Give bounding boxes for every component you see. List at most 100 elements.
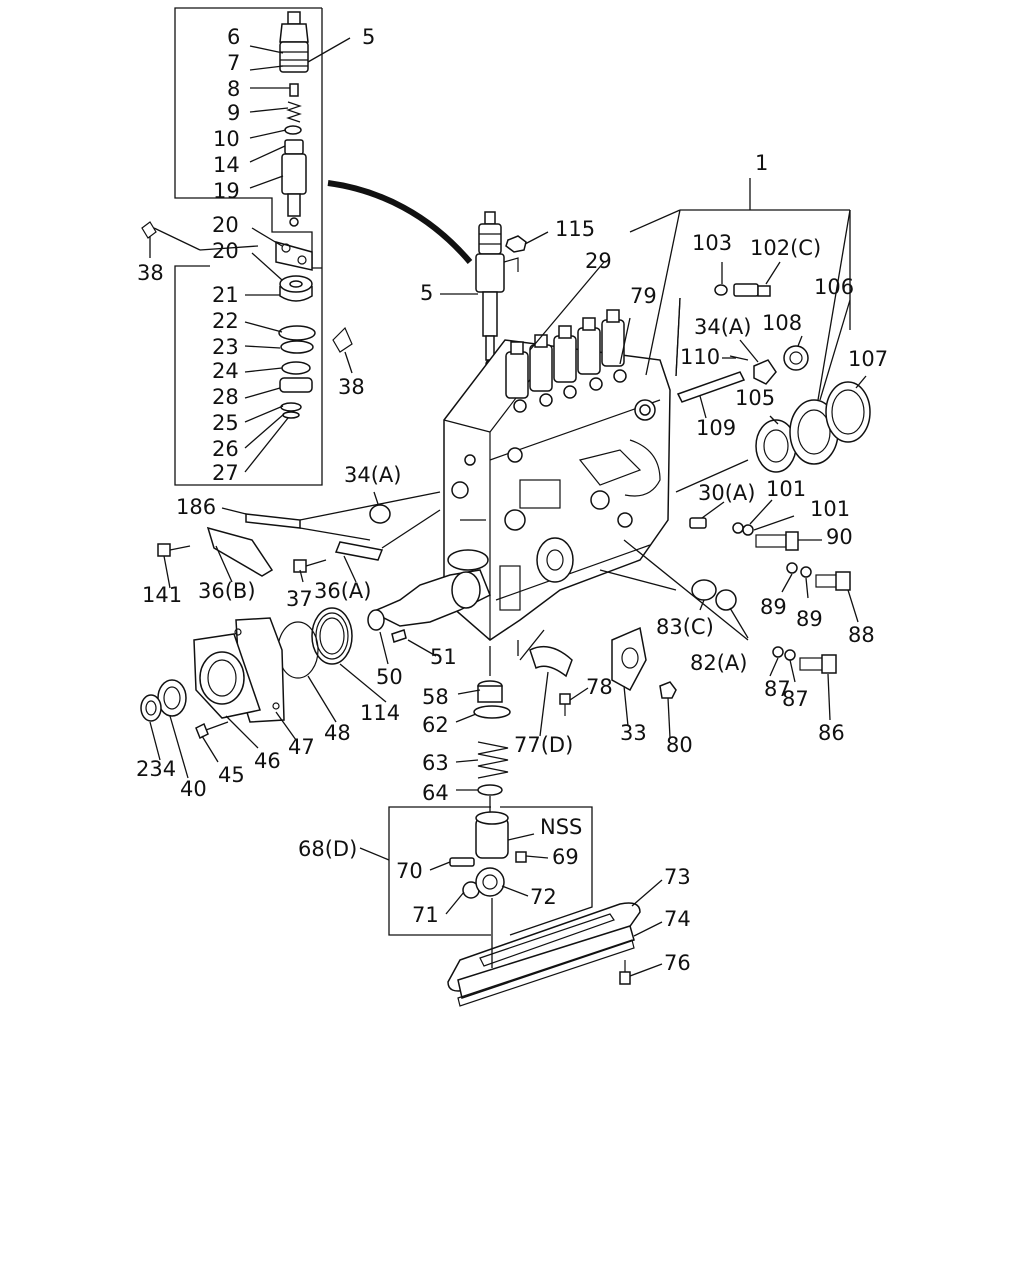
bolt-90-part [755, 531, 799, 551]
gasket-74-part [457, 925, 635, 1007]
cap-34a-left-part [369, 504, 391, 524]
fitting-102c-part [733, 283, 771, 297]
callout-37: 37 [286, 587, 313, 611]
callout-90: 90 [826, 525, 853, 549]
cap-34a-right-part [753, 359, 777, 385]
bolt-86-part [799, 654, 837, 674]
plug-82a-part [715, 589, 737, 611]
callout-27: 27 [212, 461, 239, 485]
plate-36a-part [334, 541, 384, 561]
gasket-107-part [825, 381, 871, 443]
callout-105: 105 [735, 386, 775, 410]
nozzle-holder-part [279, 11, 309, 73]
nut-115-part [505, 235, 527, 253]
flange-46-part [193, 633, 261, 719]
tappet-58-part [477, 680, 503, 703]
callout-101: 101 [766, 477, 806, 501]
callout-89: 89 [796, 607, 823, 631]
callout-6: 6 [227, 25, 240, 49]
callout-69: 69 [552, 845, 579, 869]
callout-46: 46 [254, 749, 281, 773]
callout-103: 103 [692, 231, 732, 255]
callout-20: 20 [212, 213, 239, 237]
nut-80-part [659, 681, 677, 699]
callout-40: 40 [180, 777, 207, 801]
callout-38: 38 [338, 375, 365, 399]
callout-73: 73 [664, 865, 691, 889]
callout-34a: 34(A) [344, 463, 401, 487]
nozzle-pin-part [289, 83, 299, 97]
callout-29: 29 [585, 249, 612, 273]
callout-8: 8 [227, 77, 240, 101]
bolt-78-part [559, 693, 571, 716]
callout-10: 10 [213, 127, 240, 151]
pump-nozzle-part [475, 211, 519, 369]
seat-64-part [477, 784, 503, 796]
rack-109-part [676, 371, 746, 403]
callout-58: 58 [422, 685, 449, 709]
pin-70-part [449, 857, 475, 867]
callout-87: 87 [764, 677, 791, 701]
bolt-88-part [815, 571, 851, 591]
callout-106: 106 [814, 275, 854, 299]
callout-83c: 83(C) [656, 615, 714, 639]
seal-40-part [157, 679, 187, 717]
callout-50: 50 [376, 665, 403, 689]
washers-87-parts [772, 646, 796, 661]
callout-186: 186 [176, 495, 216, 519]
callout-36a: 36(A) [314, 579, 371, 603]
screw-76-part [619, 960, 631, 985]
callout-25: 25 [212, 411, 239, 435]
delivery-valve-holders [505, 309, 627, 413]
callout-labels: 6 5 7 8 9 10 14 19 20 20 38 21 22 23 24 … [136, 25, 888, 975]
callout-63: 63 [422, 751, 449, 775]
callout-14: 14 [213, 153, 240, 177]
callout-234: 234 [136, 757, 176, 781]
callout-22: 22 [212, 309, 239, 333]
callout-34a: 34(A) [694, 315, 751, 339]
callout-102c: 102(C) [750, 236, 821, 260]
roller-72-part [475, 867, 505, 897]
camshaft-part [367, 569, 491, 631]
callout-48: 48 [324, 721, 351, 745]
callout-108: 108 [762, 311, 802, 335]
assembly-arrow [327, 180, 473, 264]
callout-110: 110 [680, 345, 720, 369]
callout-30a: 30(A) [698, 481, 755, 505]
callout-28: 28 [212, 385, 239, 409]
plate-36b-part [206, 526, 274, 577]
callout-70: 70 [396, 859, 423, 883]
callout-71: 71 [412, 903, 439, 927]
bolt-37-part [293, 559, 327, 573]
screw-69-part [515, 851, 527, 863]
spring-63-part [477, 741, 509, 779]
plate-33-part [611, 626, 647, 692]
callout-77d: 77(D) [514, 733, 573, 757]
callout-80: 80 [666, 733, 693, 757]
clip-part-left [141, 221, 157, 239]
washers-89-parts [786, 562, 812, 578]
clamp-plate-part [275, 241, 313, 271]
callout-23: 23 [212, 335, 239, 359]
callout-114: 114 [360, 701, 400, 725]
callout-45: 45 [218, 763, 245, 787]
bearing-105-part [755, 419, 797, 473]
callout-88: 88 [848, 623, 875, 647]
callout-20: 20 [212, 239, 239, 263]
callout-72: 72 [530, 885, 557, 909]
bolt-45-part [195, 721, 229, 740]
callout-101: 101 [810, 497, 850, 521]
callout-79: 79 [630, 284, 657, 308]
seal-ring-parts [278, 325, 316, 419]
callout-1: 1 [755, 151, 768, 175]
nozzle-washer-part [284, 125, 302, 135]
callout-19: 19 [213, 179, 240, 203]
callout-33: 33 [620, 721, 647, 745]
callout-21: 21 [212, 283, 239, 307]
callout-87: 87 [782, 687, 809, 711]
callout-51: 51 [430, 645, 457, 669]
callout-74: 74 [664, 907, 691, 931]
oring-48-part [277, 621, 319, 679]
callout-24: 24 [212, 359, 239, 383]
